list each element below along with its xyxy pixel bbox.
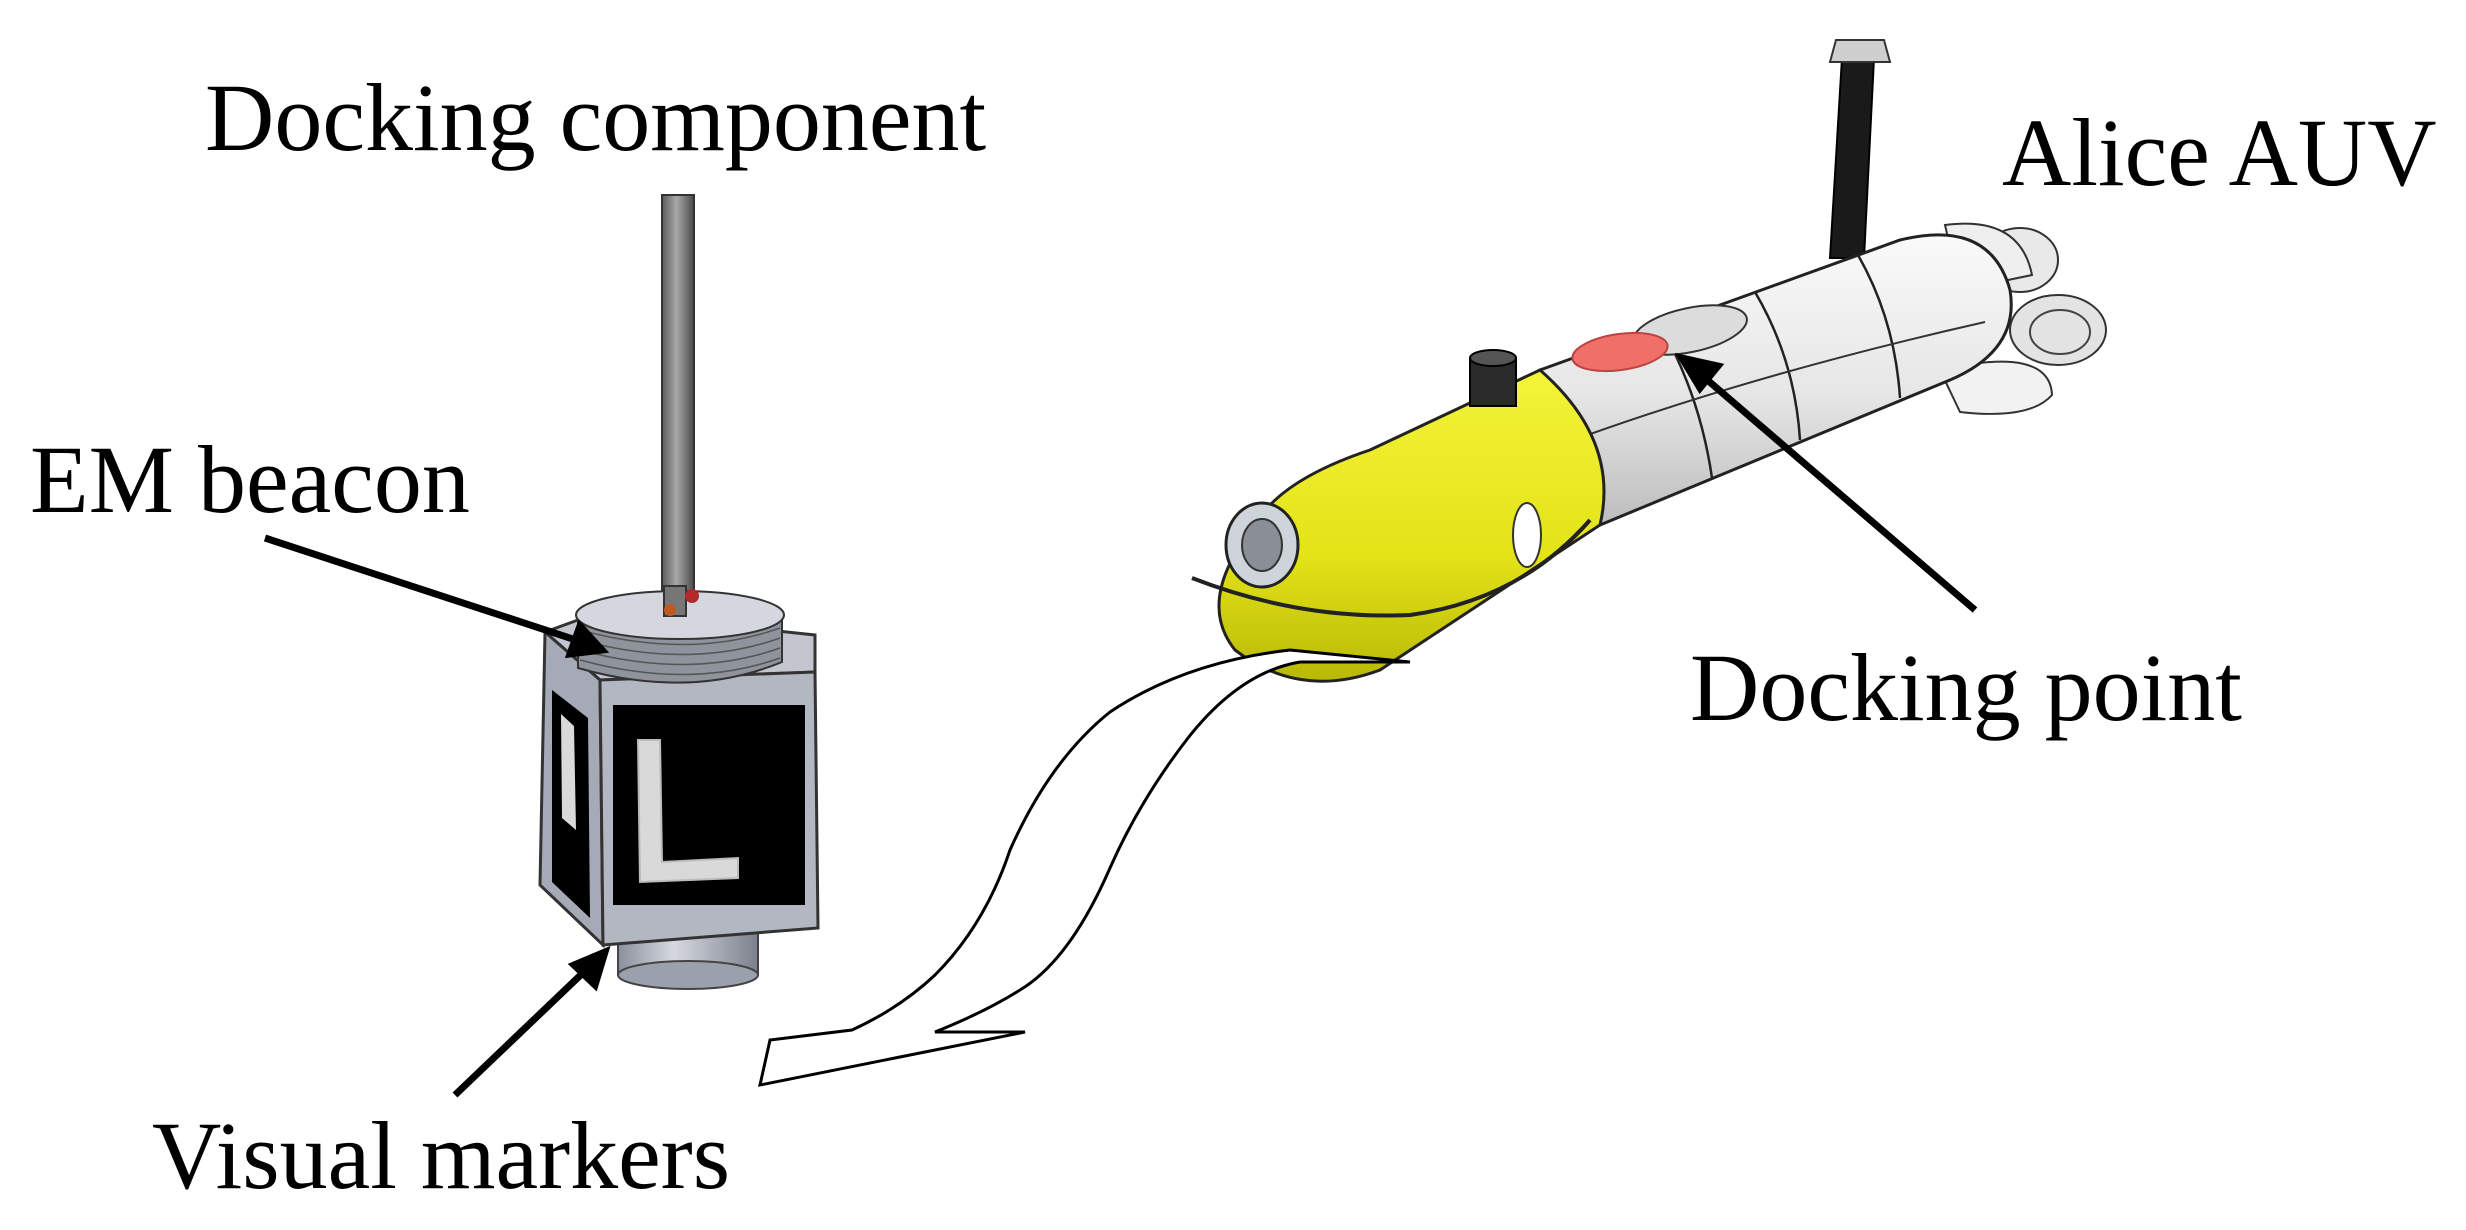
alice-auv-label: Alice AUV [2002, 99, 2437, 206]
auv-nose [1217, 368, 1606, 683]
docking-point-arrowhead [1674, 352, 1725, 395]
docking-point-label: Docking point [1690, 634, 2242, 741]
auv-hull [1538, 233, 2013, 527]
side-visual-marker [552, 690, 590, 918]
visual-markers-arrowhead [567, 945, 611, 992]
docking-station [538, 194, 820, 990]
docking-trajectory-arrow [758, 648, 1411, 1087]
visual-markers-label: Visual markers [152, 1102, 731, 1209]
annotation-arrows [263, 352, 1978, 1098]
em-beacon-leader [263, 534, 584, 646]
docking-pole [661, 194, 695, 606]
em-beacon-label: EM beacon [30, 426, 470, 533]
docking-component-label: Docking component [205, 64, 987, 171]
visual-markers-leader [452, 965, 591, 1098]
docking-point-marker [1571, 331, 1669, 373]
auv-mast [1828, 57, 1876, 259]
front-visual-marker [613, 705, 805, 905]
alice-auv [1191, 39, 2107, 683]
docking-point-leader [1702, 375, 1978, 613]
em-beacon-arrowhead [564, 619, 610, 659]
nose-sensor [1469, 349, 1517, 407]
